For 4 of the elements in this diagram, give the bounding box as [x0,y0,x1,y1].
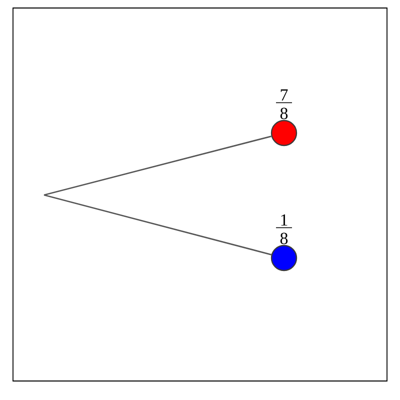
fraction-label: 1 8 [276,214,292,244]
fraction-label: 7 8 [276,89,292,120]
connector-line [44,194,272,256]
connector-line [44,136,272,196]
